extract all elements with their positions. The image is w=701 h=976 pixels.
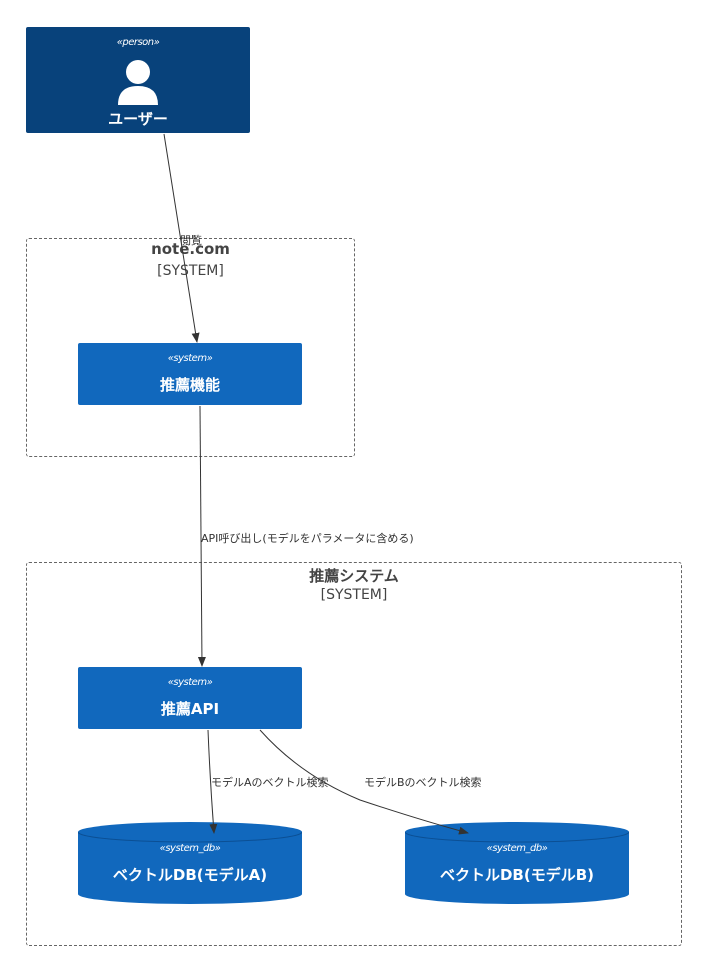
database-cylinder-icon: [405, 822, 629, 904]
stereotype-label: «person»: [116, 37, 160, 48]
database-cylinder-icon: [78, 822, 302, 904]
edge-label-browse: 閲覧: [180, 234, 202, 247]
boundary-type: [SYSTEM]: [320, 587, 388, 603]
node-label: ユーザー: [108, 110, 168, 128]
database-model-a[interactable]: «system_db» ベクトルDB(モデルA): [78, 822, 302, 906]
stereotype-label: «system»: [167, 677, 213, 688]
edge-search-a: [207, 729, 218, 834]
system-reco-api[interactable]: «system» 推薦API: [78, 667, 302, 729]
person-user[interactable]: «person» ユーザー: [26, 27, 250, 133]
database-model-b[interactable]: «system_db» ベクトルDB(モデルB): [405, 822, 629, 906]
edge-search-b: [259, 729, 469, 835]
boundary-note-com: note.com [SYSTEM]: [26, 238, 355, 457]
boundary-type: [SYSTEM]: [157, 263, 224, 279]
edge-label-search-b: モデルBのベクトル検索: [364, 776, 482, 789]
edge-api-call: [197, 405, 206, 667]
stereotype-label: «system_db»: [486, 843, 548, 854]
boundary-title: note.com: [151, 240, 230, 258]
system-reco-feature[interactable]: «system» 推薦機能: [78, 343, 302, 405]
stereotype-label: «system»: [167, 353, 213, 364]
stereotype-label: «system_db»: [159, 843, 221, 854]
node-label: ベクトルDB(モデルA): [112, 866, 268, 884]
boundary-reco-system: 推薦システム [SYSTEM]: [26, 562, 682, 946]
boundary-title: 推薦システム: [309, 567, 399, 585]
node-label: ベクトルDB(モデルB): [439, 866, 595, 884]
edge-browse: [163, 133, 200, 343]
node-label: 推薦機能: [159, 376, 220, 394]
node-label: 推薦API: [160, 700, 220, 718]
edge-label-api-call: API呼び出し(モデルをパラメータに含める): [201, 532, 414, 545]
person-icon: [118, 60, 158, 105]
edge-label-search-a: モデルAのベクトル検索: [211, 776, 329, 789]
